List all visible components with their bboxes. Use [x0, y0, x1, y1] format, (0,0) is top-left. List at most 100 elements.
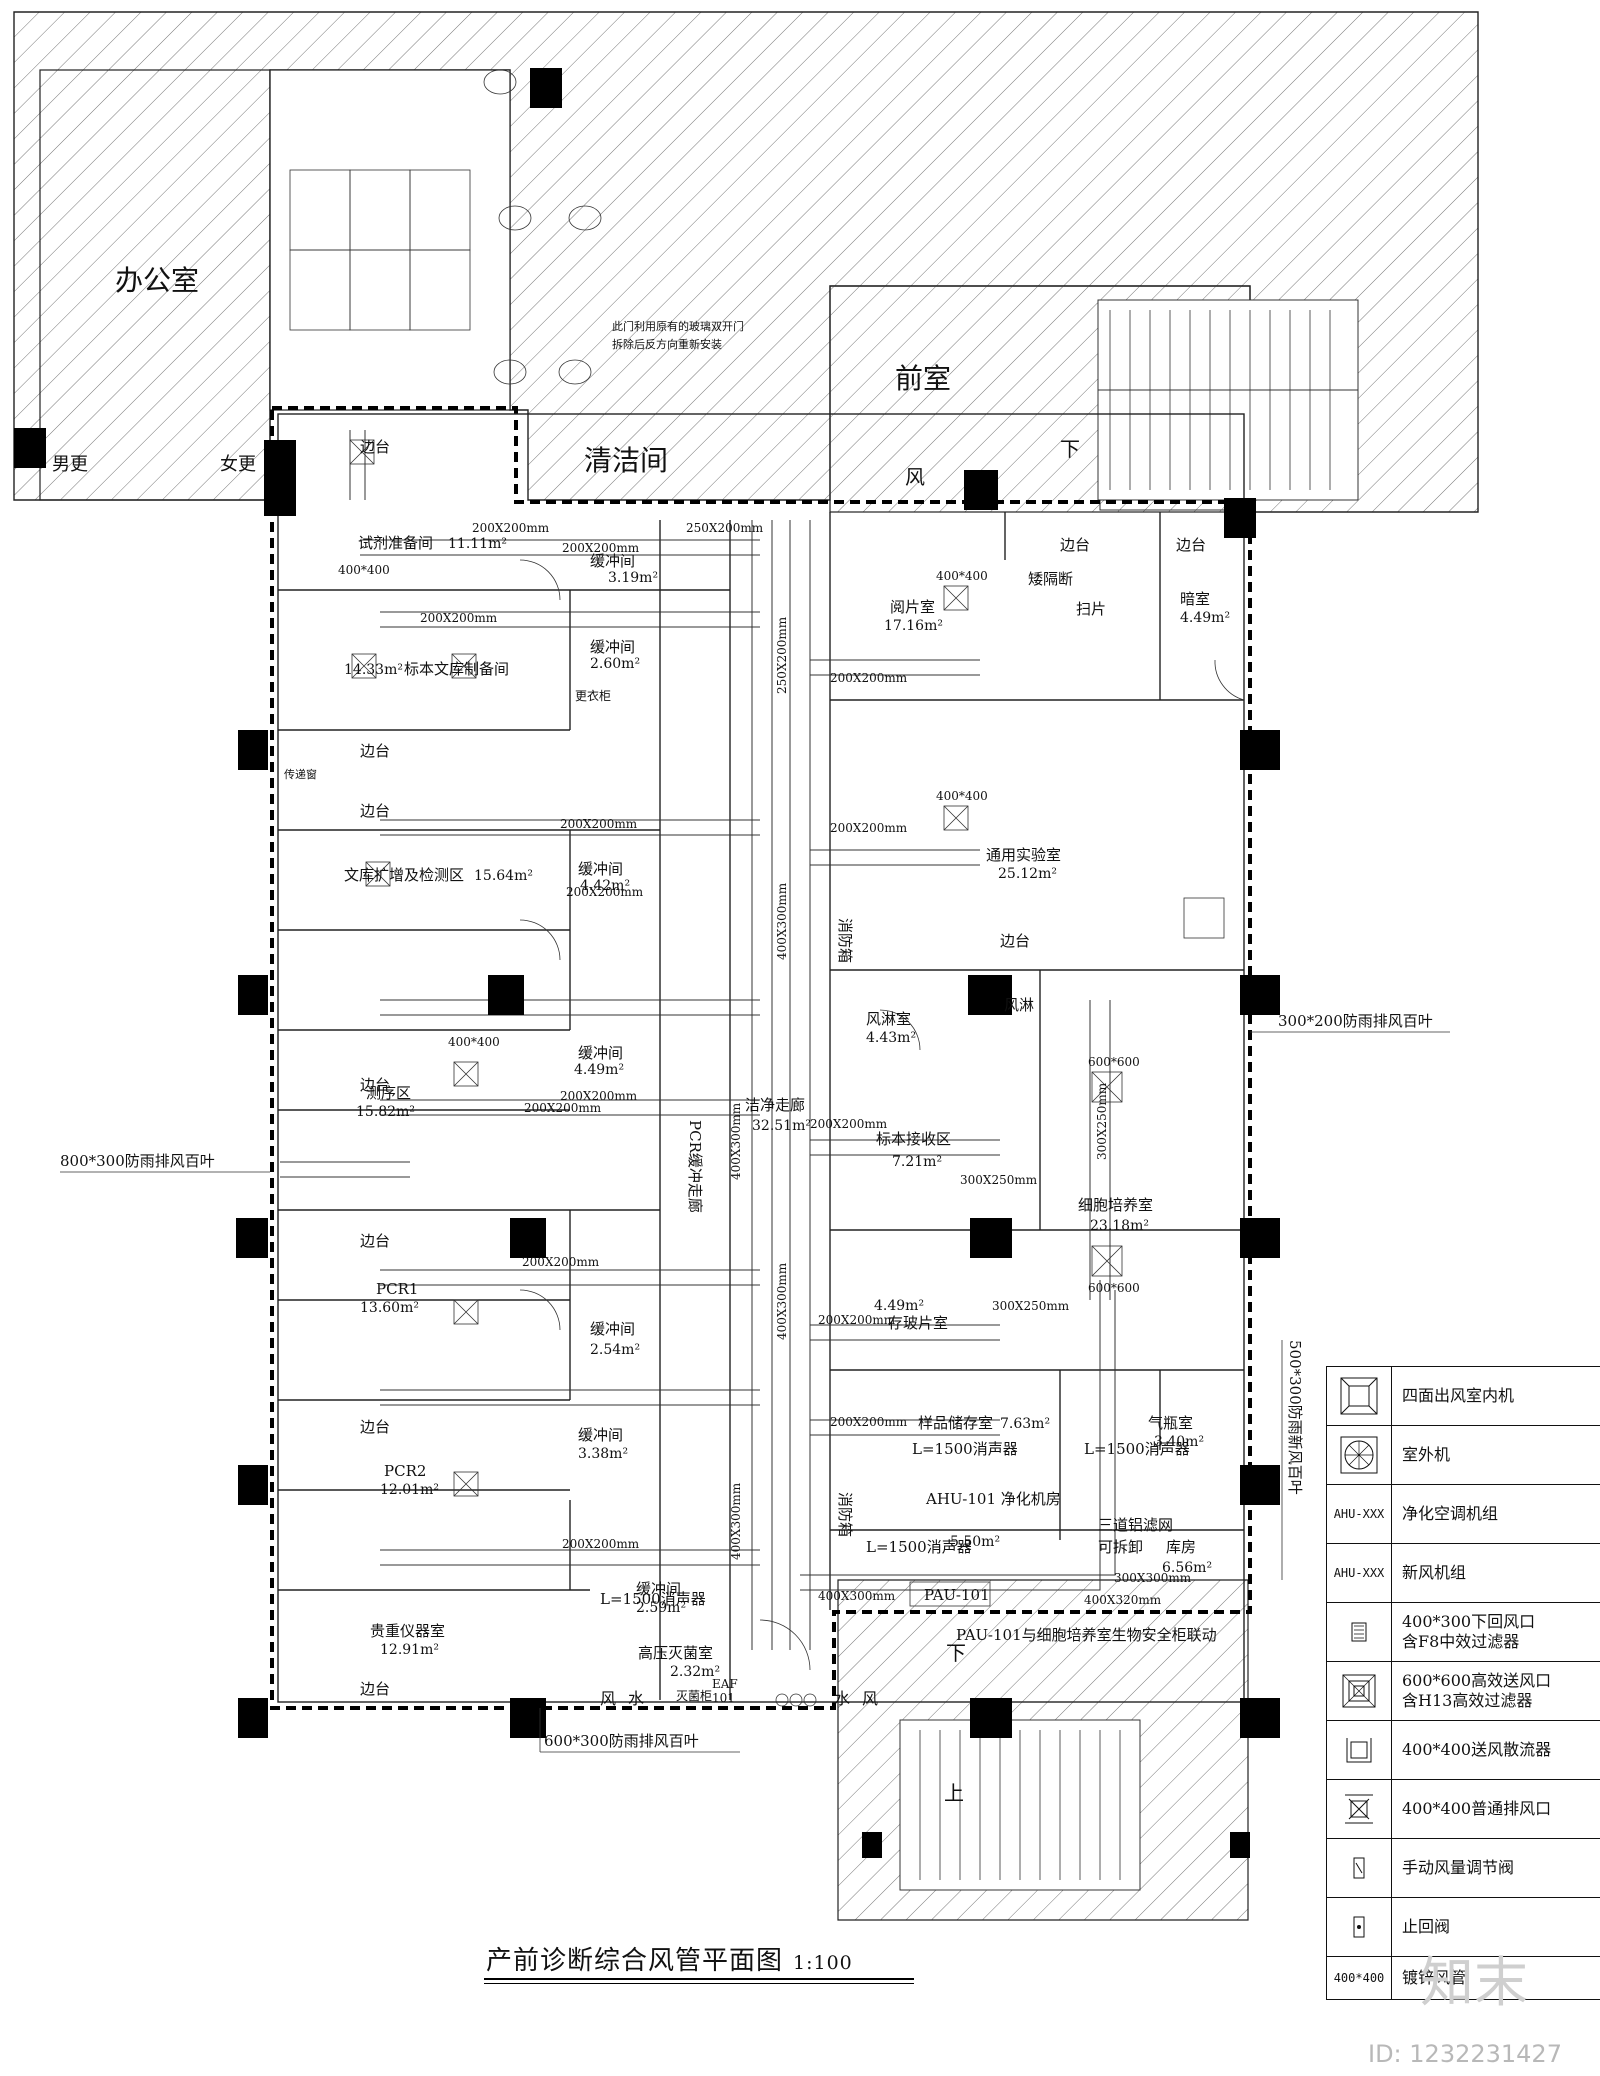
room-buffer-6-area: 3.38m² [578, 1446, 628, 1462]
svg-text:800*300防雨排风百叶: 800*300防雨排风百叶 [60, 1152, 215, 1170]
legend-text: 四面出风室内机 [1402, 1386, 1515, 1405]
label-removable: 可拆卸 [1098, 1538, 1143, 1556]
room-buffer-3-area: 4.42m² [580, 878, 630, 894]
legend-text: 新风机组 [1402, 1563, 1467, 1582]
callout-louver-left: 800*300防雨排风百叶 [60, 1152, 270, 1173]
legend-text: 600*600高效送风口 含H13高效过滤器 [1402, 1671, 1552, 1710]
door-note-2: 拆除后反方向重新安装 [612, 337, 722, 351]
dim-4: 200X200mm [420, 611, 498, 625]
room-male-change: 男更 [52, 454, 88, 475]
label-bench-4: 边台 [360, 1076, 390, 1094]
label-fire-damper-2: 消防箱 [836, 1492, 854, 1537]
door-note-1: 此门利用原有的玻璃双开门 [612, 319, 744, 333]
label-water-right: 水 [834, 1689, 850, 1708]
legend-text: 400*300下回风口 含F8中效过滤器 [1402, 1612, 1536, 1651]
fresh-air-unit-symbol: AHU-XXX [1327, 1544, 1392, 1602]
room-sequencing-area: 15.82m² [356, 1104, 415, 1120]
dim-2: 200X200mm [562, 541, 640, 555]
dim-12: 200X200mm [830, 821, 908, 835]
room-specimen-recv-area: 7.21m² [892, 1154, 942, 1170]
label-al-filter: 三道铝滤网 [1098, 1516, 1173, 1534]
dim-3: 250X200mm [686, 521, 764, 535]
room-buffer-4-area: 4.49m² [574, 1062, 624, 1078]
room-reagent-prep-area: 11.11m² [448, 536, 507, 552]
structural-columns [14, 68, 1280, 1858]
manual-damper-icon [1327, 1839, 1392, 1897]
room-library-amp-area: 15.64m² [474, 868, 533, 884]
room-buffer-6: 缓冲间 [578, 1426, 623, 1444]
dim-21: 400X300mm [729, 1102, 743, 1180]
dim-14: 200X200mm [818, 1313, 896, 1327]
dim-29: 400*400 [448, 1035, 500, 1049]
room-store: 库房 [1166, 1538, 1196, 1556]
legend-row: 400*400 镀锌风管 [1327, 1957, 1600, 2000]
watermark-id: ID: 1232231427 [1368, 2040, 1562, 2068]
legend-text: 手动风量调节阀 [1402, 1858, 1515, 1877]
room-sample-storage-area: 7.63m² [1000, 1416, 1050, 1432]
legend-row: AHU-XXX 新风机组 [1327, 1544, 1600, 1603]
outdoor-unit-icon [1327, 1426, 1392, 1484]
dim-27: 400*400 [936, 569, 988, 583]
label-bench-1: 边台 [360, 438, 390, 456]
label-water-bottom: 水 [628, 1689, 644, 1708]
dim-1: 200X200mm [472, 521, 550, 535]
four-way-outlet-icon [1327, 1367, 1392, 1425]
dim-19: 400X320mm [1084, 1593, 1162, 1607]
legend-row: 400*400送风散流器 [1327, 1721, 1600, 1780]
legend-row: 400*300下回风口 含F8中效过滤器 [1327, 1603, 1600, 1662]
dim-15: 200X200mm [830, 1415, 908, 1429]
label-bench-2: 边台 [360, 742, 390, 760]
drawing-title: 产前诊断综合风管平面图 1:100 [486, 1940, 853, 1977]
room-buffer-7: 缓冲间 [636, 1580, 681, 1598]
label-wind-top: 风 [905, 465, 925, 489]
room-specimen-prep-area: 14.33m² [344, 662, 403, 678]
stairs-bottom [899, 1719, 1141, 1891]
dim-24: 400X300mm [775, 882, 789, 960]
diffuser-icon [1327, 1721, 1392, 1779]
label-muffler-2: L=1500消声器 [912, 1440, 1018, 1458]
title-scale: 1:100 [793, 1952, 853, 1974]
label-pass-window-1: 传递窗 [284, 767, 317, 781]
room-slide-storage: 存玻片室 [888, 1314, 948, 1332]
room-sample-storage: 样品储存室 [918, 1414, 993, 1432]
room-specimen-recv: 标本接收区 [876, 1130, 951, 1148]
room-buffer-1-area: 3.19m² [608, 570, 658, 586]
label-partition: 矮隔断 [1028, 570, 1073, 588]
title-text: 产前诊断综合风管平面图 [486, 1946, 784, 1976]
room-autoclave: 高压灭菌室 [638, 1644, 713, 1662]
room-cell-culture-area: 23.18m² [1090, 1218, 1149, 1234]
washroom-fixtures [39, 69, 602, 501]
dim-32: 600*600 [1088, 1281, 1140, 1295]
legend-table: 四面出风室内机 室外机 AHU-XXX 净化空调机组 AHU-XXX 新风机组 … [1326, 1366, 1600, 2000]
room-gas: 气瓶室 [1148, 1414, 1193, 1432]
room-specimen-prep: 标本文库制备间 [404, 660, 509, 678]
dim-20: 400X300mm [818, 1589, 896, 1603]
room-buffer-2: 缓冲间 [590, 638, 635, 656]
label-bench-7: 边台 [360, 1680, 390, 1698]
dim-22: 400X300mm [775, 1262, 789, 1340]
return-vent-icon [1327, 1603, 1392, 1661]
label-bench-8: 边台 [1060, 536, 1090, 554]
duct-network [280, 430, 1116, 1650]
room-precision-area: 12.91m² [380, 1642, 439, 1658]
callout-louver-right-vertical: 500*300防雨新风百叶 [1281, 1340, 1304, 1580]
svg-text:300*200防雨排风百叶: 300*200防雨排风百叶 [1278, 1012, 1433, 1030]
room-buffer-1: 缓冲间 [590, 552, 635, 570]
exhaust-vent-icon [1327, 1780, 1392, 1838]
label-eaf: EAF [712, 1677, 738, 1691]
legend-row: 止回阀 [1327, 1898, 1600, 1957]
svg-text:600*300防雨排风百叶: 600*300防雨排风百叶 [544, 1732, 699, 1750]
room-general-lab-area: 25.12m² [998, 866, 1057, 882]
room-film-reading-area: 17.16m² [884, 618, 943, 634]
room-front: 前室 [895, 362, 951, 395]
room-air-shower-room-area: 4.43m² [866, 1030, 916, 1046]
legend-row: 400*400普通排风口 [1327, 1780, 1600, 1839]
room-pcr2-area: 12.01m² [380, 1482, 439, 1498]
legend-text: 400*400送风散流器 [1402, 1740, 1552, 1759]
label-up-bottom: 上 [944, 1781, 964, 1805]
callout-louver-bottom: 600*300防雨排风百叶 [539, 1708, 740, 1753]
interior-walls [277, 413, 1245, 1703]
dim-28: 400*400 [936, 789, 988, 803]
room-buffer-3: 缓冲间 [578, 860, 623, 878]
room-dark: 暗室 [1180, 590, 1210, 608]
